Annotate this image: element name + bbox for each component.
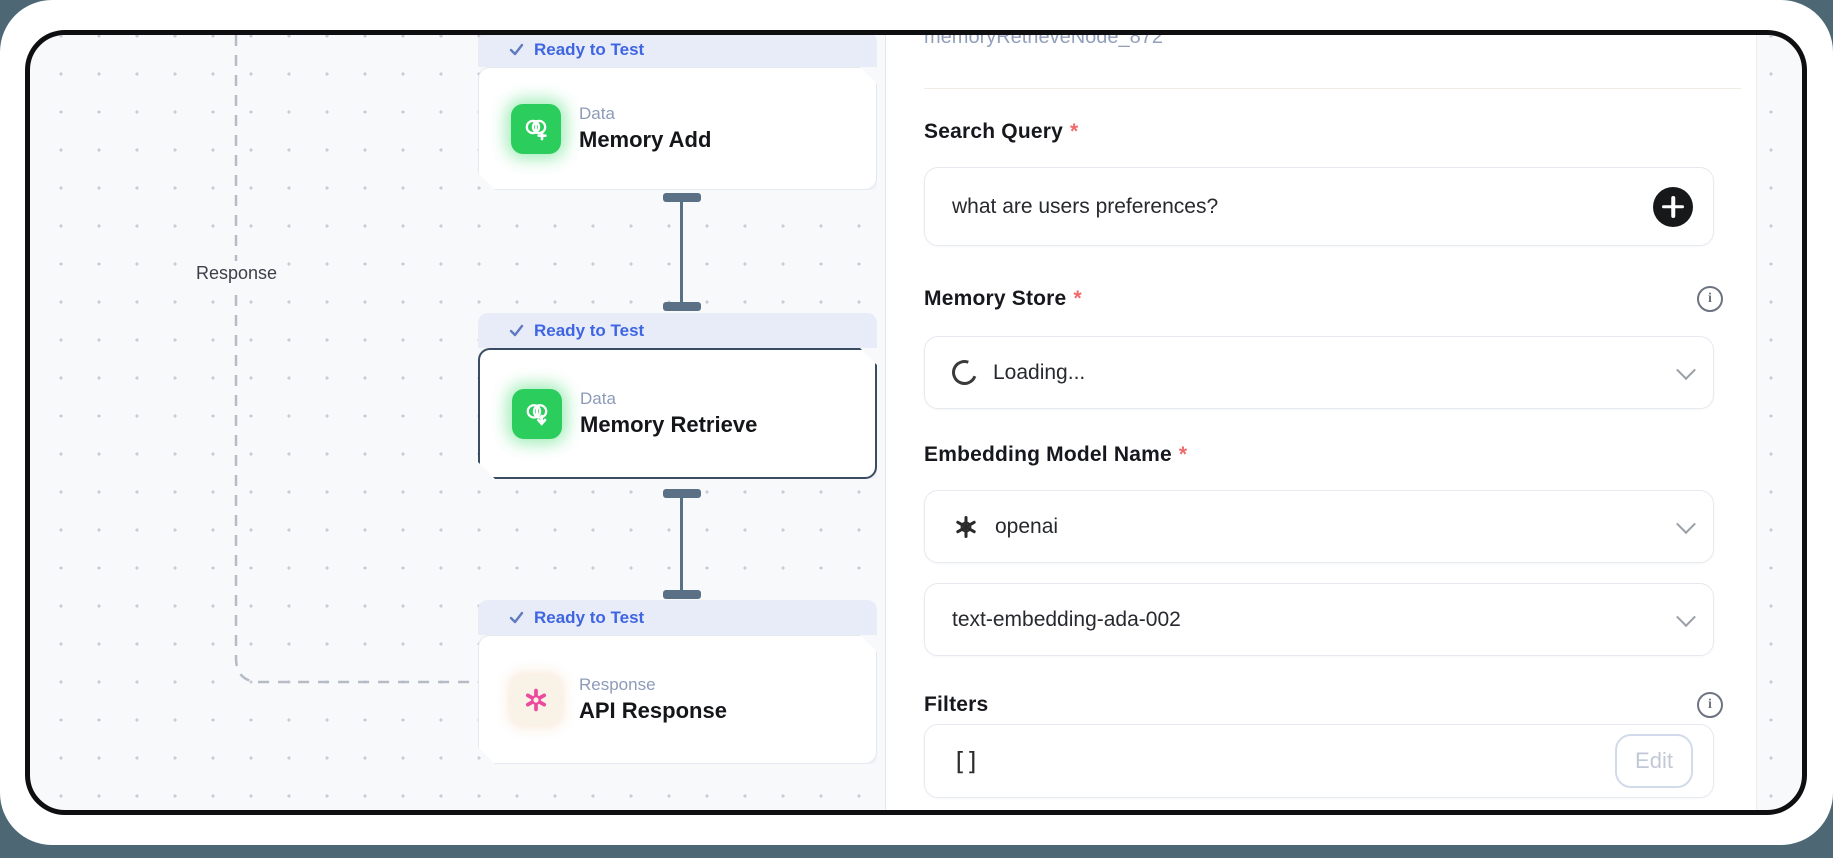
search-query-input[interactable]: what are users preferences? <box>924 167 1714 246</box>
node-memory-retrieve[interactable]: Ready to Test Data Memory Retrieve <box>478 313 877 479</box>
node-id-title: memoryRetrieveNode_872 <box>924 30 1164 48</box>
divider <box>924 88 1741 89</box>
check-icon <box>509 324 524 337</box>
status-badge-label: Ready to Test <box>534 607 645 627</box>
memory-add-icon <box>511 104 561 154</box>
check-icon <box>509 611 524 624</box>
connector-handle[interactable] <box>663 590 701 599</box>
filters-value: [] <box>952 746 980 776</box>
status-badge-label: Ready to Test <box>534 39 645 59</box>
embedding-provider-select[interactable]: openai <box>924 490 1714 563</box>
chevron-down-icon <box>1676 606 1696 627</box>
openai-logo-icon <box>956 515 976 538</box>
node-title: API Response <box>579 698 727 723</box>
filters-label: Filters <box>924 693 989 716</box>
node-card[interactable]: Data Memory Add <box>478 67 877 190</box>
info-icon[interactable]: i <box>1697 286 1723 312</box>
node-category: Data <box>579 104 615 123</box>
node-category: Response <box>579 675 656 694</box>
embedding-model-label: Embedding Model Name <box>924 443 1172 466</box>
required-asterisk: * <box>1073 287 1082 310</box>
api-response-icon <box>511 675 561 725</box>
memory-store-value: Loading... <box>993 360 1086 384</box>
node-properties-panel: memoryRetrieveNode_872 Search Query * wh… <box>885 35 1757 810</box>
memory-retrieve-icon <box>512 389 562 439</box>
node-api-response[interactable]: Ready to Test Response API Response <box>478 600 877 764</box>
node-category: Data <box>580 389 616 408</box>
connector-line <box>680 493 683 595</box>
node-card[interactable]: Response API Response <box>478 635 877 764</box>
add-variable-button[interactable] <box>1653 186 1693 227</box>
info-icon[interactable]: i <box>1697 692 1723 718</box>
node-memory-add[interactable]: Ready to Test Data Memory Add <box>478 35 877 190</box>
edit-filters-button[interactable]: Edit <box>1615 734 1693 788</box>
status-badge: Ready to Test <box>478 35 877 67</box>
search-query-value: what are users preferences? <box>952 194 1219 218</box>
filters-field[interactable]: [] Edit <box>924 724 1714 798</box>
node-title: Memory Add <box>579 127 712 152</box>
chevron-down-icon <box>1676 359 1696 380</box>
memory-store-label: Memory Store <box>924 287 1067 310</box>
embedding-model-select[interactable]: text-embedding-ada-002 <box>924 583 1714 656</box>
edge-label-response: Response <box>188 261 286 286</box>
embedding-model-value: text-embedding-ada-002 <box>952 607 1181 631</box>
loading-spinner-icon <box>947 355 982 390</box>
check-icon <box>509 43 524 56</box>
connector-handle[interactable] <box>663 302 701 311</box>
chevron-down-icon <box>1676 513 1696 534</box>
status-badge: Ready to Test <box>478 600 877 635</box>
node-title: Memory Retrieve <box>580 412 758 437</box>
app-frame: Response Ready to Test <box>25 30 1807 815</box>
embedding-provider-value: openai <box>995 514 1059 538</box>
required-asterisk: * <box>1069 120 1079 143</box>
memory-store-select[interactable]: Loading... <box>924 336 1714 409</box>
search-query-label: Search Query <box>924 120 1063 143</box>
status-badge-label: Ready to Test <box>534 320 645 340</box>
required-asterisk: * <box>1178 443 1188 466</box>
status-badge: Ready to Test <box>478 313 877 348</box>
node-card-selected[interactable]: Data Memory Retrieve <box>478 348 877 479</box>
connector-line <box>680 197 683 307</box>
